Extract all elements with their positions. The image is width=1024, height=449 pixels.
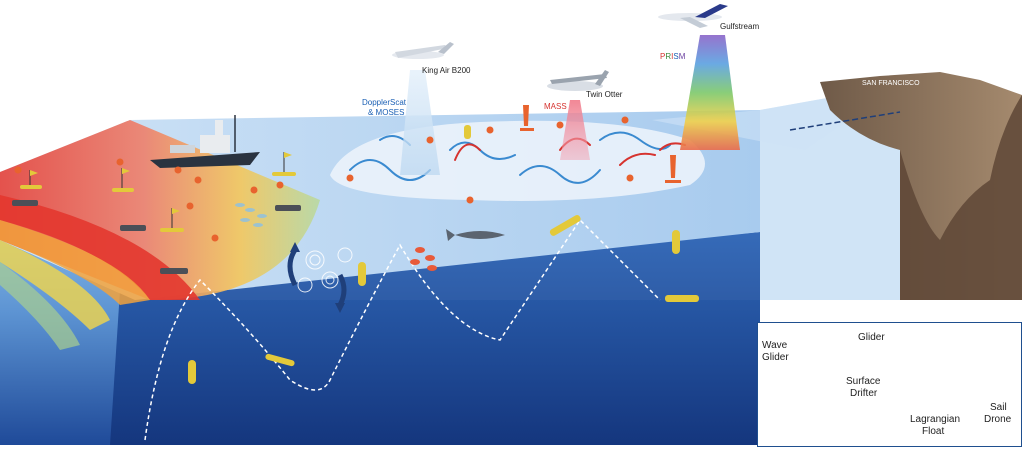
legend-lagrangian-label-2: Float — [922, 426, 945, 437]
legend-wave-glider-label-1: Wave — [762, 340, 788, 351]
sst-band-red — [0, 195, 200, 300]
shark-icon — [446, 229, 505, 241]
saildrones — [520, 105, 681, 183]
legend-glider-label: Glider — [858, 332, 885, 343]
legend-wave-glider-label-2: Glider — [762, 352, 789, 363]
upwelling-arrow — [287, 248, 298, 287]
instrument-legend — [757, 322, 1022, 447]
downwelling-arrowhead — [335, 303, 345, 313]
land-front — [900, 95, 1022, 300]
legend-sail-drone-label-1: Sail — [990, 402, 1007, 413]
prism-letter-i: I — [671, 52, 674, 61]
sst-band-green — [0, 262, 80, 350]
glider-path — [144, 218, 661, 441]
king-air-label: King Air B200 — [422, 66, 471, 75]
dopplerscat-beam — [400, 70, 440, 175]
prism-beam — [680, 35, 740, 150]
mass-label: MASS — [544, 102, 567, 111]
prism-letter-p: P — [660, 52, 666, 61]
legend-sail-drone-label-2: Drone — [984, 414, 1012, 425]
small-fish — [235, 203, 267, 227]
legend-surface-drifter-label-2: Drifter — [850, 388, 878, 399]
dopplerscat-label-line1: DopplerScat — [362, 98, 407, 107]
upwelling-arrowhead — [290, 242, 300, 252]
ocean-deep-water — [110, 232, 760, 445]
research-ship-icon — [150, 115, 260, 168]
sst-band-orange — [0, 220, 150, 305]
coast-transect — [789, 111, 901, 131]
legend-lagrangian-label-1: Lagrangian — [910, 414, 961, 425]
fish-school — [410, 247, 437, 271]
prism-letter-m: M — [678, 52, 686, 61]
legend-surface-drifter-label-1: Surface — [846, 376, 881, 387]
underwater-gliders — [265, 215, 699, 367]
downwelling-arrow — [337, 273, 347, 307]
twin-otter-label: Twin Otter — [586, 90, 623, 99]
wave-glider-wings — [12, 200, 301, 274]
surface-drifters — [14, 116, 634, 242]
prism-label: PRISM — [660, 52, 685, 61]
king-air-aircraft-icon — [392, 42, 454, 59]
san-francisco-label: SAN FRANCISCO — [862, 80, 920, 87]
dopplerscat-label-line2: & MOSES — [368, 108, 405, 117]
wave-gliders — [20, 152, 296, 232]
gulfstream-label: Gulfstream — [720, 22, 760, 31]
lagrangian-floats — [188, 125, 680, 384]
sst-band-yellow — [0, 240, 110, 330]
prism-letter-s: S — [673, 52, 679, 61]
twin-otter-aircraft-icon — [547, 70, 609, 91]
mass-beam — [560, 100, 590, 160]
gulfstream-aircraft-icon — [658, 4, 728, 28]
prism-letter-r: R — [665, 52, 672, 61]
eddy-swirls — [297, 247, 353, 293]
